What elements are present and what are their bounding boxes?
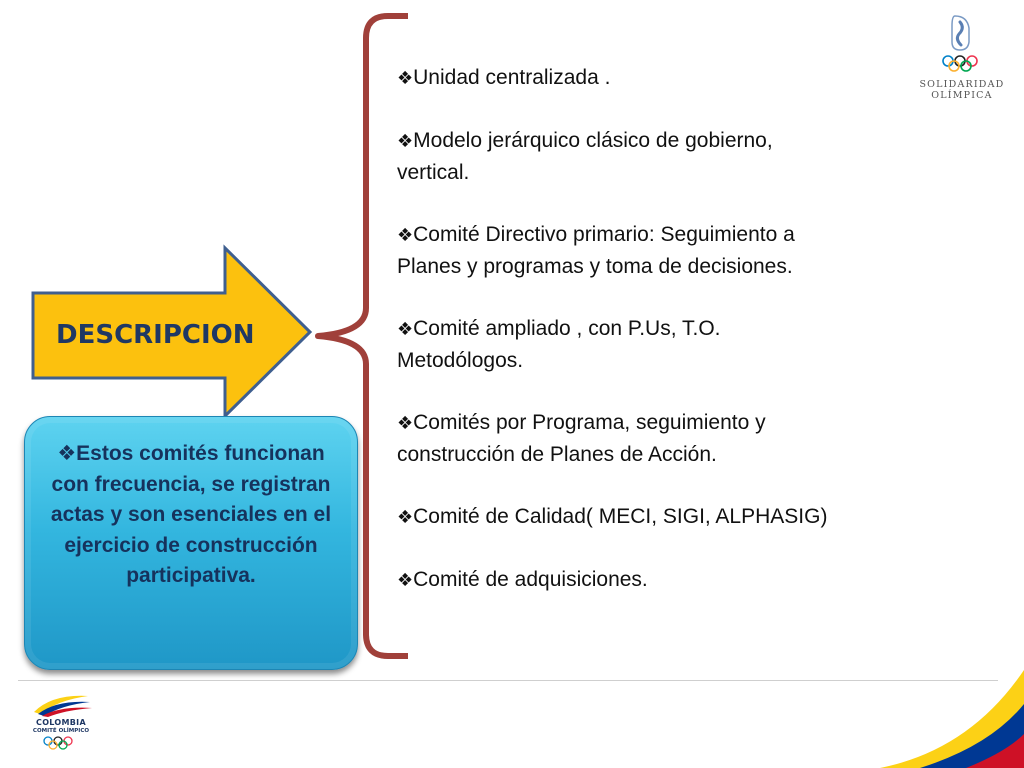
callout-text: ❖Estos comités funcionan con frecuencia,… [39, 439, 343, 592]
bullet-text: Unidad centralizada . [413, 66, 611, 89]
diamond-bullet-icon: ❖ [397, 68, 414, 88]
list-item: ❖Comité ampliado , con P.Us, T.O. Metodó… [397, 313, 837, 376]
bullet-text: Modelo jerárquico clásico de gobierno, v… [397, 129, 773, 184]
olympic-solidarity-icon [942, 15, 978, 72]
list-item: ❖Comité de Calidad( MECI, SIGI, ALPHASIG… [397, 501, 837, 533]
diamond-bullet-icon: ❖ [397, 507, 414, 527]
olympic-solidarity-logo: SOLIDARIDAD OLÍMPICA [912, 12, 1012, 107]
list-item: ❖Comités por Programa, seguimiento y con… [397, 407, 837, 470]
arrow-label: DESCRIPCION [56, 320, 255, 350]
bullet-text: Comité de adquisiciones. [413, 568, 648, 591]
bullet-text: Comité ampliado , con P.Us, T.O. Metodól… [397, 317, 721, 372]
committees-callout-box: ❖Estos comités funcionan con frecuencia,… [24, 416, 358, 670]
bullet-text: Comité Directivo primario: Seguimiento a… [397, 223, 795, 278]
description-arrow [31, 244, 313, 420]
diamond-bullet-icon: ❖ [397, 413, 414, 433]
bullet-text: Comité de Calidad( MECI, SIGI, ALPHASIG) [413, 505, 828, 528]
colombia-olympic-committee-logo: COLOMBIA COMITÉ OLÍMPICO [28, 690, 98, 760]
diamond-bullet-icon: ❖ [397, 131, 414, 151]
colombia-olympic-committee-icon [34, 695, 92, 717]
colombia-flag-swoosh [880, 670, 1024, 768]
curly-brace [315, 13, 408, 659]
colombia-name: COLOMBIA [36, 718, 86, 727]
callout-body: Estos comités funcionan con frecuencia, … [50, 442, 332, 587]
solidarity-line2: OLÍMPICA [931, 90, 993, 101]
list-item: ❖Comité de adquisiciones. [397, 564, 837, 596]
list-item: ❖Modelo jerárquico clásico de gobierno, … [397, 125, 837, 188]
diamond-bullet-icon: ❖ [397, 319, 414, 339]
diamond-bullet-icon: ❖ [397, 225, 414, 245]
diamond-bullet-icon: ❖ [57, 442, 77, 465]
diamond-bullet-icon: ❖ [397, 570, 414, 590]
list-item: ❖Comité Directivo primario: Seguimiento … [397, 219, 837, 282]
list-item: ❖Unidad centralizada . [397, 62, 837, 94]
footer-divider [18, 680, 998, 681]
colombia-sub: COMITÉ OLÍMPICO [32, 728, 90, 734]
solidarity-line1: SOLIDARIDAD [919, 79, 1005, 90]
bullet-text: Comités por Programa, seguimiento y cons… [397, 411, 766, 466]
olympic-rings-icon [43, 736, 73, 750]
description-bullet-list: ❖Unidad centralizada . ❖Modelo jerárquic… [397, 62, 837, 596]
